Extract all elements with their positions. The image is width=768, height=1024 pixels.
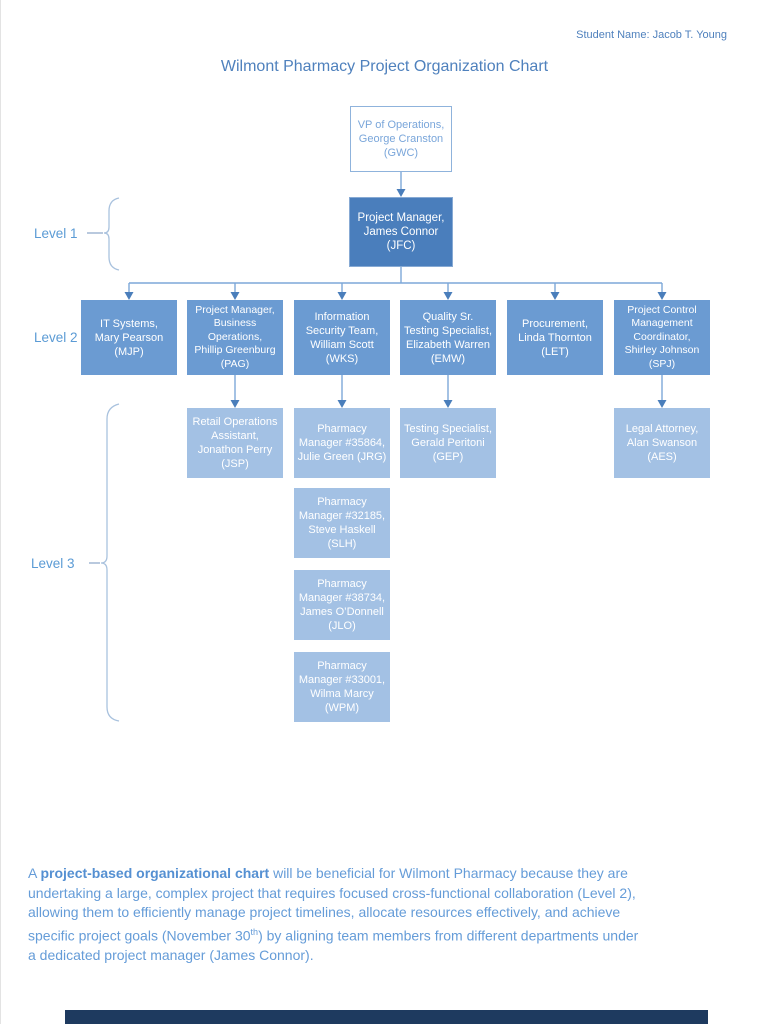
footer-bar	[65, 1010, 708, 1024]
org-node-pharmacy-32185: Pharmacy Manager #32185, Steve Haskell (…	[294, 488, 390, 558]
paragraph-superscript: th	[250, 926, 259, 937]
org-node-pharmacy-33001: Pharmacy Manager #33001, Wilma Marcy (WP…	[294, 652, 390, 722]
org-node-quality-testing: Quality Sr. Testing Specialist, Elizabet…	[400, 300, 496, 375]
arrowhead-icons	[124, 189, 667, 408]
level-3-label: Level 3	[31, 556, 75, 571]
org-node-testing-specialist: Testing Specialist, Gerald Peritoni (GEP…	[400, 408, 496, 478]
org-node-legal-attorney: Legal Attorney, Alan Swanson (AES)	[614, 408, 710, 478]
org-node-business-operations: Project Manager, Business Operations, Ph…	[187, 300, 283, 375]
org-node-project-manager: Project Manager, James Connor (JFC)	[349, 197, 453, 267]
student-name: Student Name: Jacob T. Young	[576, 29, 727, 41]
level-braces	[100, 197, 120, 722]
explanation-paragraph: A project-based organizational chart wil…	[28, 864, 646, 965]
level-1-label: Level 1	[34, 226, 78, 241]
paragraph-part3: ) by aligning team members from differen…	[28, 927, 639, 963]
page-title: Wilmont Pharmacy Project Organization Ch…	[220, 58, 549, 75]
level-2-label: Level 2	[34, 330, 78, 345]
paragraph-part2: will be beneficial for Wilmont Pharmacy …	[28, 865, 636, 944]
org-node-project-control: Project Control Management Coordinator, …	[614, 300, 710, 375]
level-leader-lines	[87, 232, 103, 564]
paragraph-bold: project-based organizational chart	[40, 865, 270, 881]
org-node-procurement: Procurement, Linda Thornton (LET)	[507, 300, 603, 375]
org-node-vp-operations: VP of Operations, George Cranston (GWC)	[350, 106, 452, 172]
org-node-information-security: Information Security Team, William Scott…	[294, 300, 390, 375]
paragraph-part1: A	[28, 865, 41, 881]
org-node-retail-operations: Retail Operations Assistant, Jonathon Pe…	[187, 408, 283, 478]
org-node-pharmacy-35864: Pharmacy Manager #35864, Julie Green (JR…	[294, 408, 390, 478]
org-node-it-systems: IT Systems, Mary Pearson (MJP)	[81, 300, 177, 375]
org-node-pharmacy-38734: Pharmacy Manager #38734, James O’Donnell…	[294, 570, 390, 640]
